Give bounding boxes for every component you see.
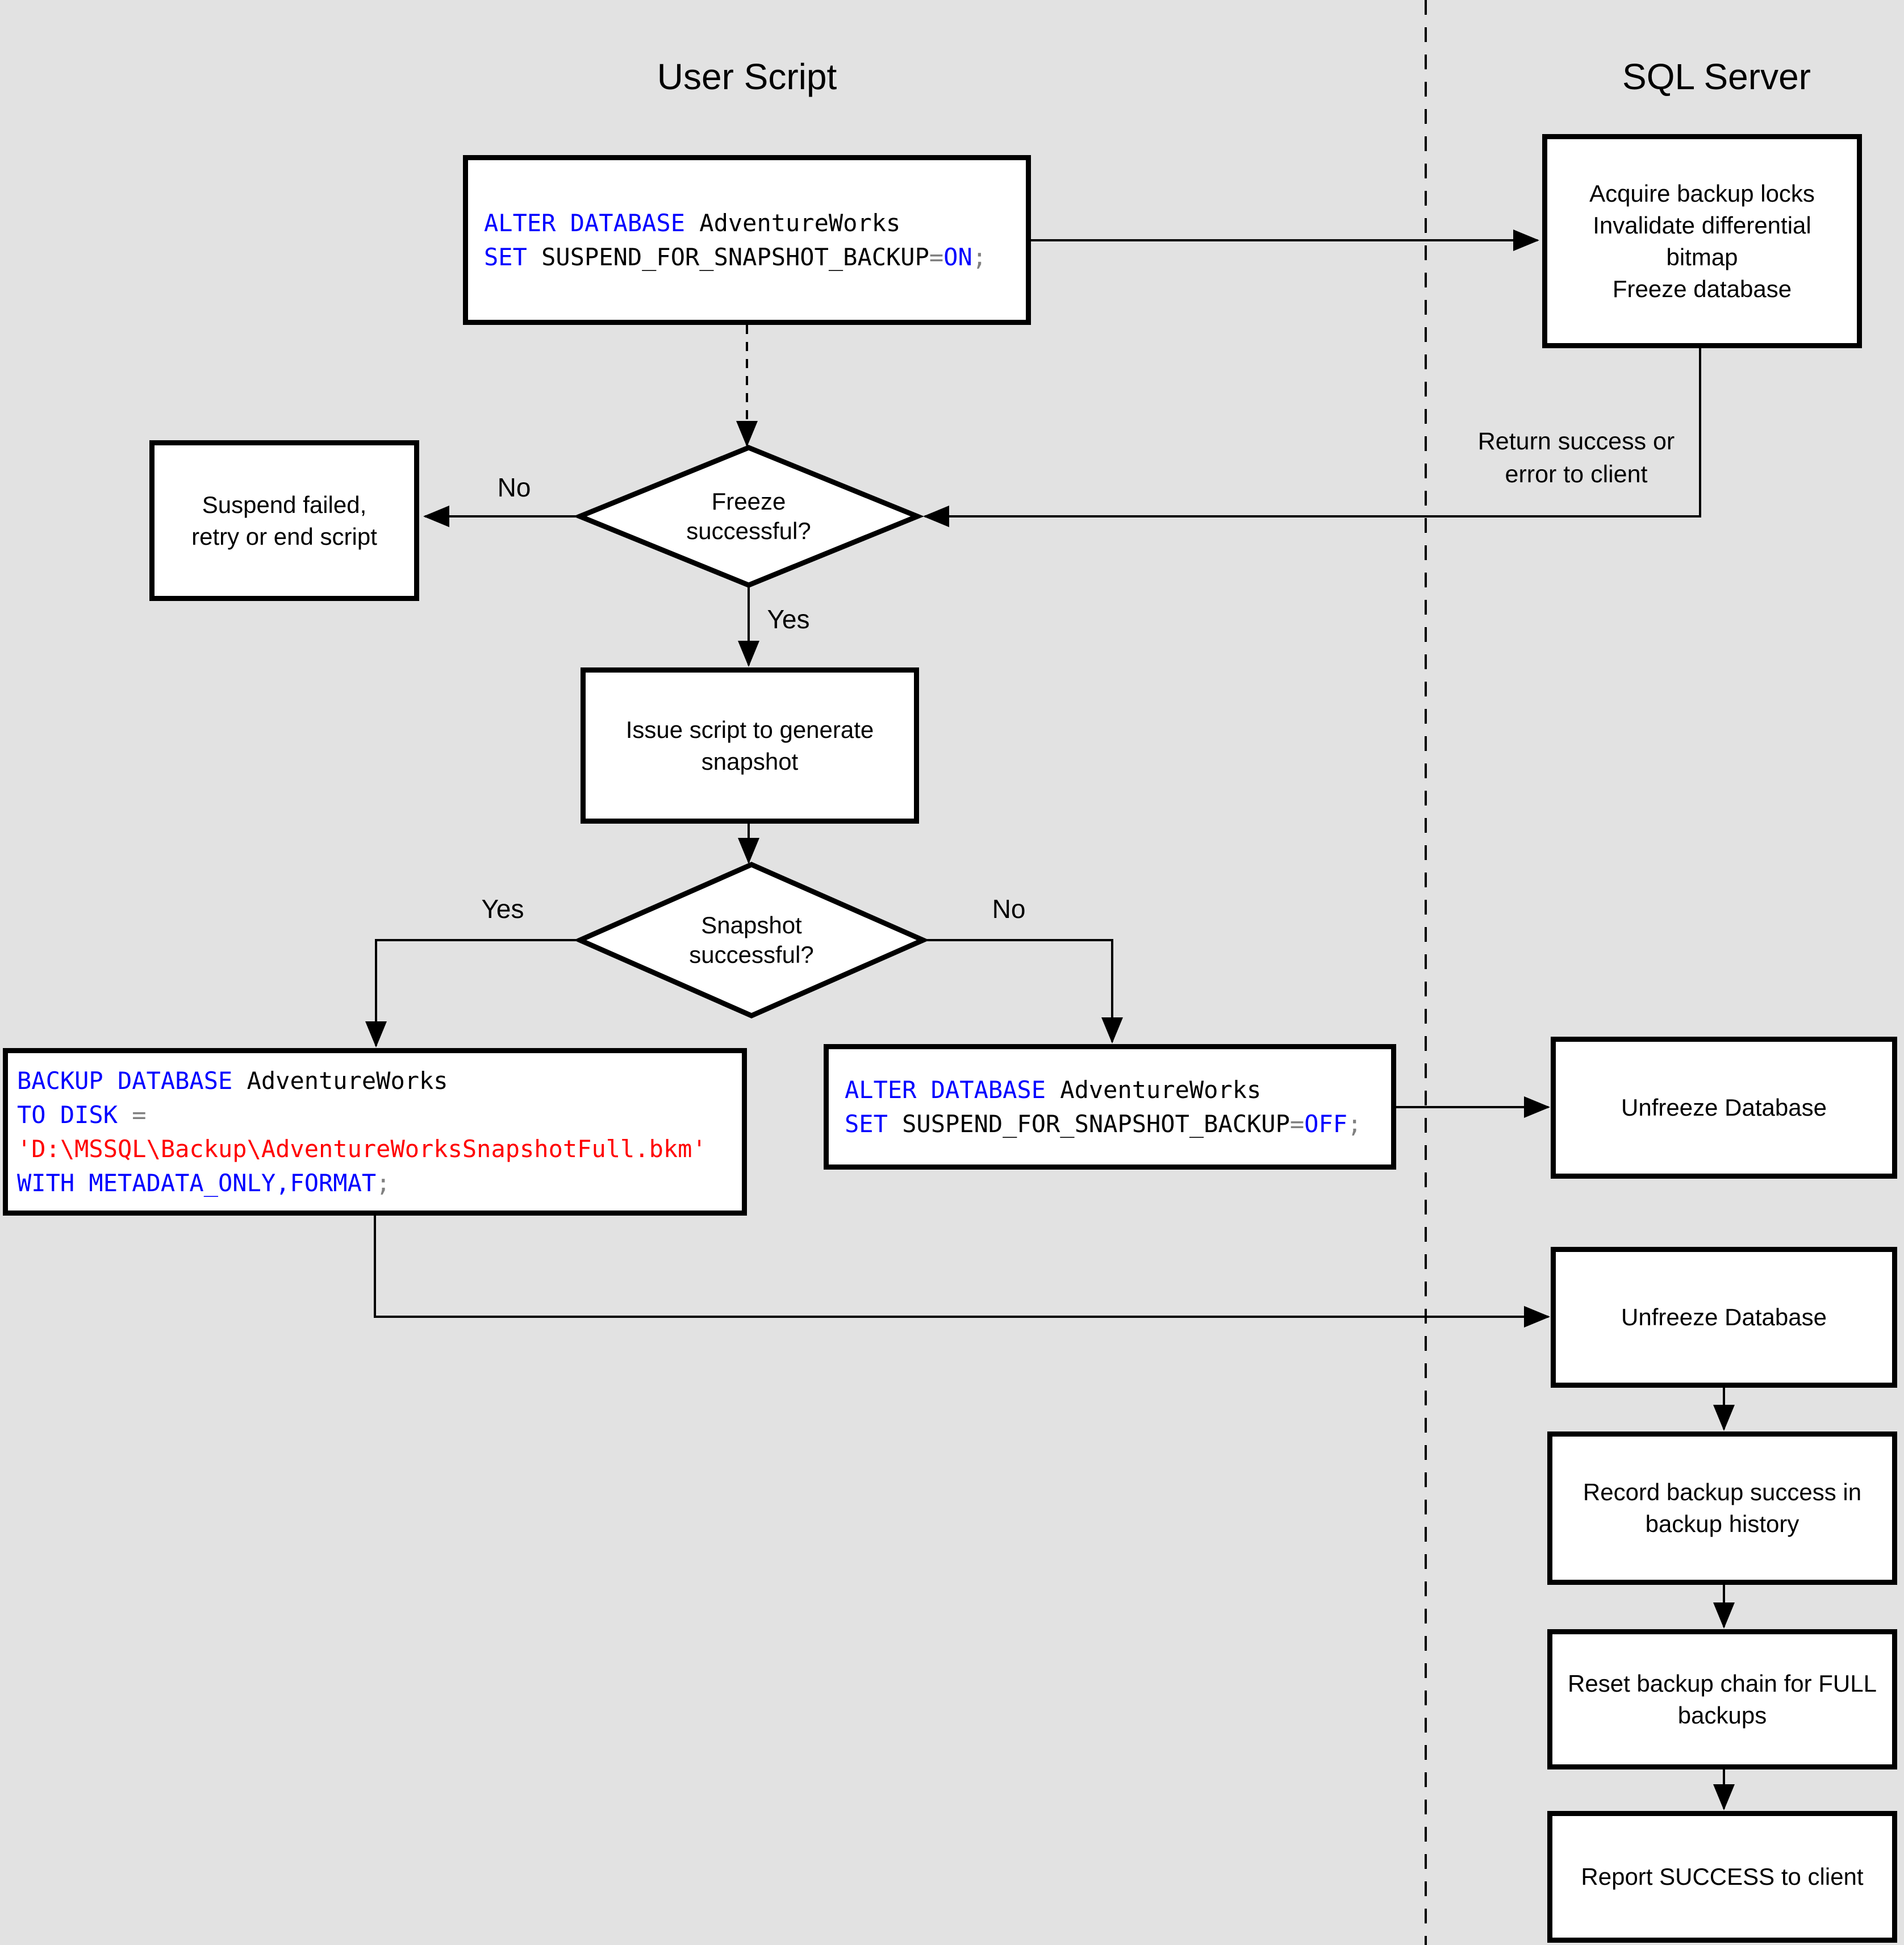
process-box-suspend-failed: Suspend failed, retry or end script xyxy=(149,440,419,601)
snapshot-successful-diamond xyxy=(573,862,930,1019)
sql-string: 'D:\MSSQL\Backup\AdventureWorksSnapshotF… xyxy=(17,1134,707,1163)
code-line: 'D:\MSSQL\Backup\AdventureWorksSnapshotF… xyxy=(17,1132,742,1166)
process-box-report-success: Report SUCCESS to client xyxy=(1547,1811,1897,1943)
code-line: ALTER DATABASE AdventureWorks xyxy=(484,206,1026,240)
process-box-alter-database-suspend-off: ALTER DATABASE AdventureWorks SET SUSPEN… xyxy=(824,1044,1396,1170)
branch-label-freeze-yes: Yes xyxy=(767,604,810,634)
sql-operator: = xyxy=(1289,1109,1305,1138)
note-line: Return success or xyxy=(1477,428,1675,455)
box-text-line: Suspend failed, xyxy=(202,491,367,518)
sql-identifier: SUSPEND_FOR_SNAPSHOT_BACKUP xyxy=(887,1109,1290,1138)
process-box-reset-backup-chain: Reset backup chain for FULL backups xyxy=(1547,1629,1897,1769)
diamond-text-line: Snapshot xyxy=(701,912,802,938)
box-text-line: Issue script to generate xyxy=(625,716,874,743)
sql-keyword: TO DISK xyxy=(17,1100,118,1129)
process-box-record-backup-success: Record backup success in backup history xyxy=(1547,1431,1897,1585)
process-box-unfreeze-database-1: Unfreeze Database xyxy=(1551,1037,1897,1179)
branch-label-freeze-no: No xyxy=(497,473,531,502)
sql-identifier: AdventureWorks xyxy=(685,208,901,237)
box-text-line: Report SUCCESS to client xyxy=(1581,1863,1864,1890)
box-text-line: Invalidate differential xyxy=(1593,211,1811,239)
process-box-issue-script: Issue script to generate snapshot xyxy=(581,667,919,824)
sql-keyword: ON xyxy=(943,243,972,271)
diamond-text-line: successful? xyxy=(686,517,811,544)
process-box-unfreeze-database-2: Unfreeze Database xyxy=(1551,1247,1897,1388)
sql-operator: ; xyxy=(972,243,987,271)
freeze-successful-diamond-label: Freeze successful? xyxy=(635,477,862,556)
sql-operator: = xyxy=(929,243,944,271)
lane-title-user-script: User Script xyxy=(657,56,837,97)
box-text-line: Unfreeze Database xyxy=(1621,1094,1827,1121)
code-line: SET SUSPEND_FOR_SNAPSHOT_BACKUP=ON; xyxy=(484,240,1026,274)
return-success-note: Return success or error to client xyxy=(1463,425,1690,491)
sql-keyword: WITH METADATA_ONLY,FORMAT xyxy=(17,1168,377,1197)
sql-keyword: BACKUP DATABASE xyxy=(17,1066,233,1095)
branch-label-snapshot-no: No xyxy=(992,894,1026,924)
box-text-line: Reset backup chain for FULL xyxy=(1568,1669,1877,1697)
box-text-line: retry or end script xyxy=(191,523,377,550)
sql-identifier: AdventureWorks xyxy=(232,1066,448,1095)
freeze-successful-diamond xyxy=(573,445,924,588)
code-line: BACKUP DATABASE AdventureWorks xyxy=(17,1064,742,1098)
sql-keyword: OFF xyxy=(1304,1109,1348,1138)
code-line: SET SUSPEND_FOR_SNAPSHOT_BACKUP=OFF; xyxy=(845,1107,1391,1141)
note-line: error to client xyxy=(1505,461,1648,488)
connector-snapshot-no-to-alter-off xyxy=(923,939,1123,1044)
process-box-acquire-backup-locks: Acquire backup locks Invalidate differen… xyxy=(1542,134,1862,348)
code-line: WITH METADATA_ONLY,FORMAT; xyxy=(17,1166,742,1200)
snapshot-successful-diamond-label: Snapshot successful? xyxy=(638,900,865,980)
connector-backup-to-unfreeze2 xyxy=(374,1216,1550,1328)
sql-keyword: ALTER DATABASE xyxy=(484,208,686,237)
sql-operator: ; xyxy=(1347,1109,1362,1138)
box-text-line: backup history xyxy=(1645,1510,1799,1537)
diamond-text-line: Freeze xyxy=(711,488,786,515)
code-line: ALTER DATABASE AdventureWorks xyxy=(845,1073,1391,1107)
process-box-alter-database-suspend-on: ALTER DATABASE AdventureWorks SET SUSPEN… xyxy=(463,155,1031,325)
sql-operator: ; xyxy=(376,1168,391,1197)
sql-operator: = xyxy=(118,1100,147,1129)
box-text-line: backups xyxy=(1677,1701,1767,1729)
branch-label-snapshot-yes: Yes xyxy=(481,894,524,924)
box-text-line: Record backup success in xyxy=(1583,1479,1862,1505)
connector-snapshot-yes-to-backup xyxy=(365,939,580,1047)
sql-keyword: SET xyxy=(484,243,527,271)
sql-identifier: SUSPEND_FOR_SNAPSHOT_BACKUP xyxy=(527,243,929,271)
box-text-line: bitmap xyxy=(1666,243,1738,270)
lane-title-sql-server: SQL Server xyxy=(1622,56,1811,97)
sql-identifier: AdventureWorks xyxy=(1046,1075,1262,1104)
box-text-line: snapshot xyxy=(701,748,799,775)
box-text-line: Unfreeze Database xyxy=(1621,1304,1827,1330)
connector-acquire-to-freeze-q xyxy=(923,348,1701,527)
box-text-line: Freeze database xyxy=(1612,275,1792,302)
box-text-line: Acquire backup locks xyxy=(1589,180,1815,207)
code-line: TO DISK = xyxy=(17,1098,742,1132)
process-box-backup-database: BACKUP DATABASE AdventureWorks TO DISK =… xyxy=(3,1048,747,1216)
diamond-text-line: successful? xyxy=(689,941,814,968)
sql-keyword: ALTER DATABASE xyxy=(845,1075,1046,1104)
sql-keyword: SET xyxy=(845,1109,888,1138)
